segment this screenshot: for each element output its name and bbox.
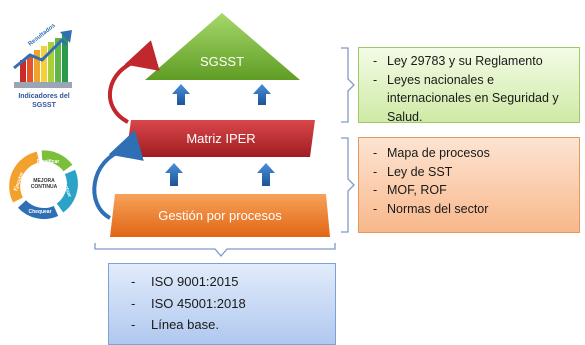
base-input-item: ISO 45001:2018 <box>123 293 329 315</box>
up-arrow-icon <box>172 84 190 105</box>
sgsst-inputs-box: Ley 29783 y su Reglamento Leyes nacional… <box>358 47 580 124</box>
base-input-item: ISO 9001:2015 <box>123 271 329 293</box>
pdca-step-plan: Planificar <box>37 159 60 165</box>
iper-bracket <box>341 137 355 233</box>
process-label: Gestión por procesos <box>158 208 282 223</box>
base-bracket <box>94 243 336 257</box>
sgsst-level: SGSST <box>145 13 300 80</box>
iper-input-item: Normas del sector <box>367 200 573 219</box>
pdca-center-label: MEJORA CONTINUA <box>30 178 58 190</box>
sgsst-input-item: Leyes nacionales e internacionales en Se… <box>367 71 573 127</box>
process-trapezoid <box>110 194 330 237</box>
iper-label: Matriz IPER <box>186 131 255 146</box>
base-inputs-box: ISO 9001:2015 ISO 45001:2018 Línea base. <box>108 263 336 345</box>
feedback-curve-red <box>107 40 160 124</box>
iper-input-item: MOF, ROF <box>367 181 573 200</box>
up-arrow-icon <box>257 163 275 186</box>
sgsst-input-item: Ley 29783 y su Reglamento <box>367 52 573 71</box>
pdca-cycle-icon: Planificar Actuar Chequear Ejecutar <box>9 150 78 220</box>
indicators-title: Indicadores del SGSST <box>18 93 70 109</box>
up-arrow-icon <box>165 163 183 186</box>
sgsst-bracket <box>341 47 355 123</box>
pdca-step-check: Chequear <box>28 209 51 215</box>
pdca-step-act: Actuar <box>61 181 72 198</box>
iper-input-item: Mapa de procesos <box>367 144 573 163</box>
iper-input-item: Ley de SST <box>367 163 573 182</box>
up-arrow-icon <box>253 84 271 105</box>
iper-trapezoid <box>126 120 315 157</box>
base-input-item: Línea base. <box>123 314 329 336</box>
sgsst-label: SGSST <box>200 54 244 69</box>
process-level: Gestión por procesos <box>110 194 330 237</box>
iper-inputs-box: Mapa de procesos Ley de SST MOF, ROF Nor… <box>358 137 580 233</box>
bar-chart-growth-icon: Resultados <box>13 23 72 88</box>
feedback-curve-blue <box>92 130 144 220</box>
iper-level: Matriz IPER <box>126 120 315 157</box>
sgsst-triangle <box>145 13 300 80</box>
